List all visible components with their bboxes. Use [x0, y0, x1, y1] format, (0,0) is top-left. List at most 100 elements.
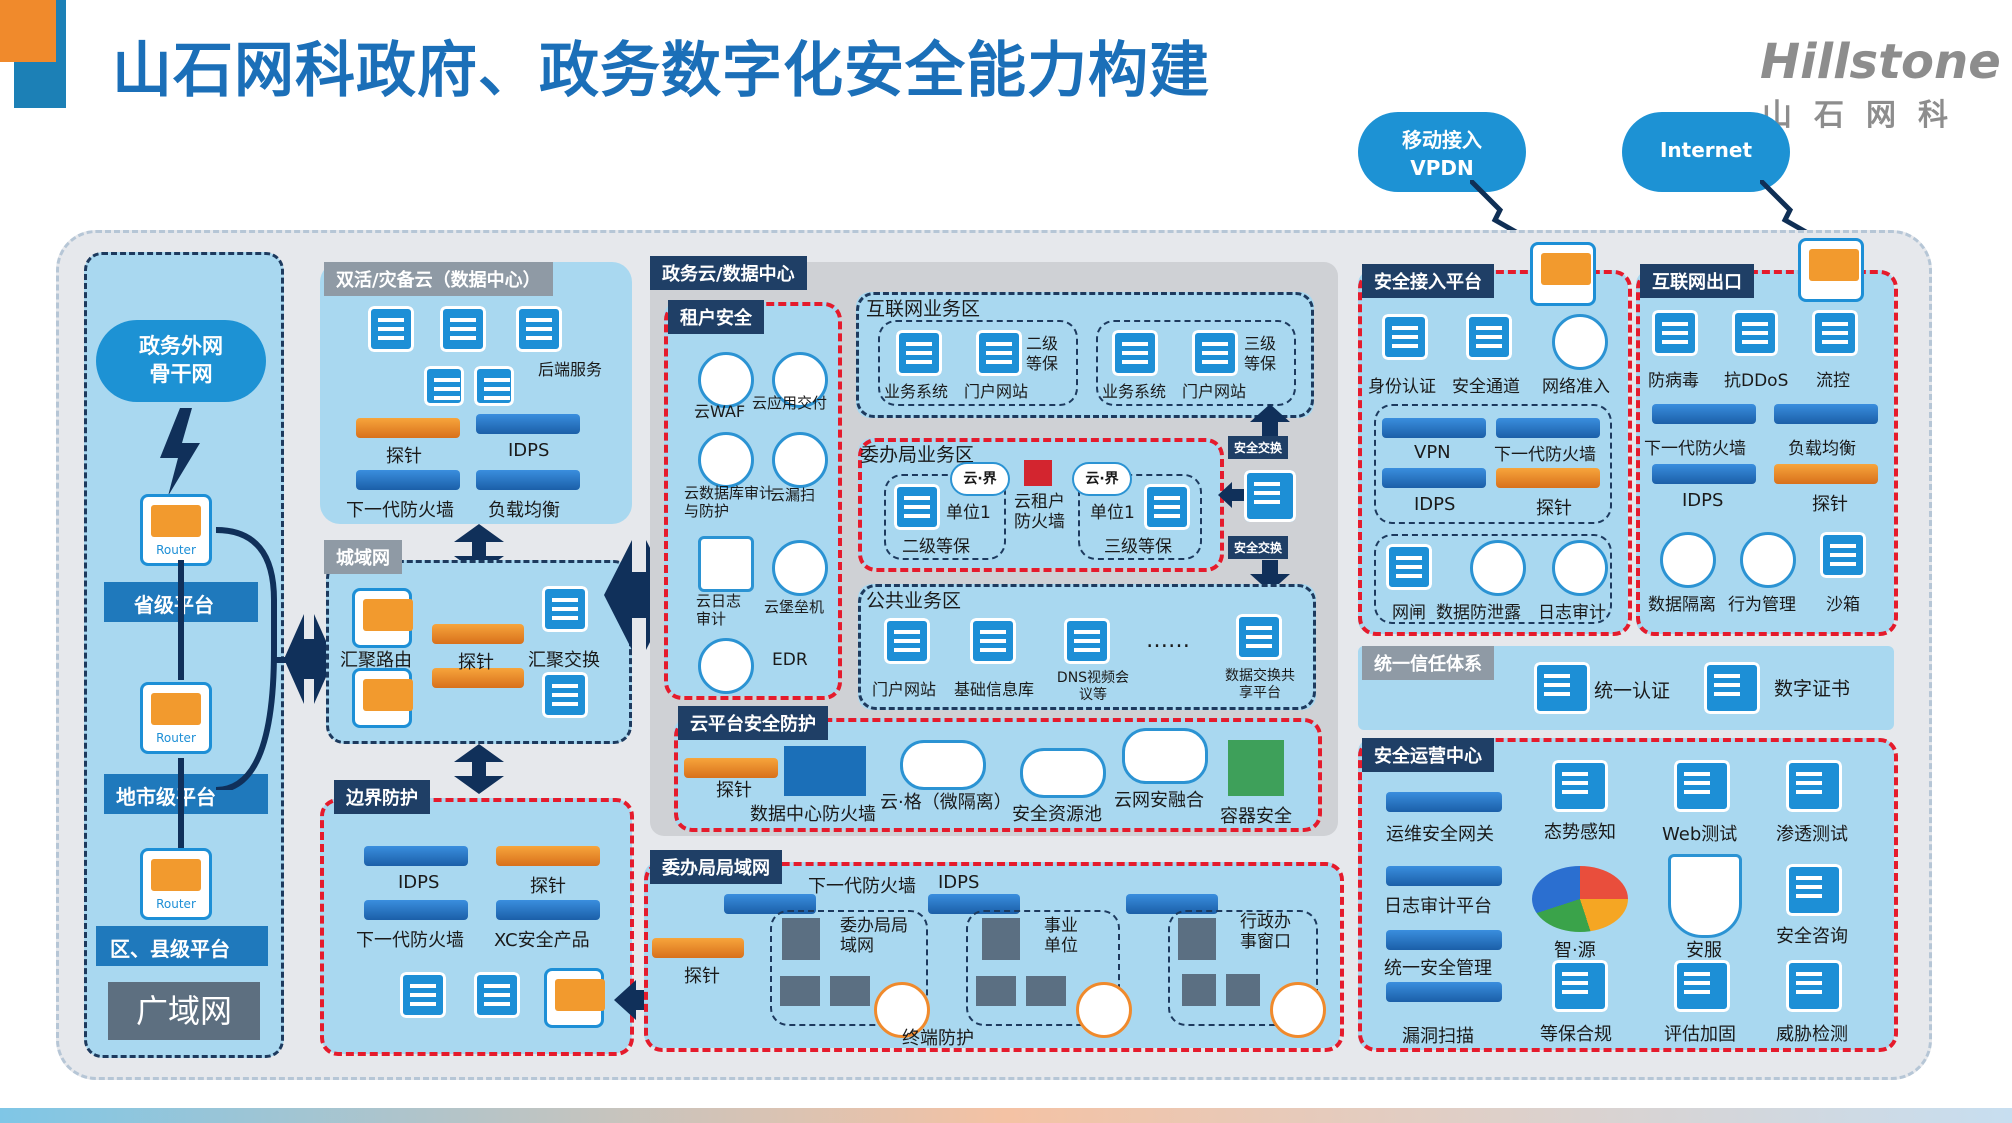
- micro-segmentation-icon: [900, 740, 986, 790]
- title-accent-bar-orange: [0, 0, 56, 62]
- exchange-platform-icon: [1236, 614, 1282, 660]
- portal-label: 门户网站: [964, 382, 1029, 401]
- server-icon: [440, 306, 486, 352]
- dlp-icon: [1470, 540, 1526, 596]
- border-ngfw-label: 下一代防火墙: [356, 930, 464, 951]
- wan-label: 广域网: [108, 982, 260, 1040]
- bastion-icon: [772, 540, 828, 596]
- border-title: 边界防护: [334, 780, 430, 814]
- access-gap-label: 网闸: [1392, 603, 1426, 623]
- soc-consult-label: 安全咨询: [1776, 926, 1848, 947]
- gateway-icon: [1386, 544, 1432, 590]
- internet-exit-outline: [1636, 270, 1898, 636]
- trust-auth-label: 统一认证: [1594, 680, 1671, 702]
- switch-icon: [474, 366, 514, 406]
- user-terminal-icon: [1182, 974, 1216, 1006]
- trust-cert-label: 数字证书: [1774, 678, 1851, 700]
- access-nac-label: 网络准入: [1542, 377, 1610, 397]
- internet-zone-border: [856, 292, 1314, 418]
- unit1-right-label: 单位1: [1090, 503, 1135, 523]
- backend-service-label: 后端服务: [538, 360, 603, 379]
- dc-firewall-icon: [784, 746, 866, 796]
- building-icon: [1178, 918, 1216, 960]
- router-icon: [352, 588, 413, 648]
- log-platform-device: [1386, 866, 1502, 886]
- pc-icon: [1026, 976, 1066, 1006]
- dr-cloud-title: 双活/灾备云（数据中心）: [324, 262, 553, 296]
- waf-icon: [698, 352, 754, 408]
- soc-zhiyuan-label: 智·源: [1554, 940, 1596, 961]
- ngfw-device: [356, 470, 460, 490]
- load-balancer-device: [476, 470, 580, 490]
- user-terminal-icon: [1226, 974, 1260, 1006]
- zhiyuan-logo-icon: [1532, 866, 1628, 932]
- behavior-mgmt-icon: [1740, 532, 1796, 588]
- switch-icon: [542, 586, 588, 632]
- router-icon: [544, 968, 605, 1028]
- pc-icon: [830, 976, 870, 1006]
- access-channel-label: 安全通道: [1452, 377, 1520, 397]
- connector-line: [178, 758, 184, 848]
- cloud-platform-outline: [674, 718, 1322, 832]
- cp-dcfw-label: 数据中心防火墙: [750, 804, 876, 825]
- soc-logplat-label: 日志审计平台: [1384, 896, 1492, 917]
- endpoint-protect-label: 终端防护: [902, 1028, 974, 1049]
- switch-icon: [542, 672, 588, 718]
- soc-webtest-label: Web测试: [1662, 824, 1738, 845]
- access-auth-label: 身份认证: [1368, 377, 1436, 397]
- unit1-box: [884, 474, 1006, 560]
- biz-system-label: 业务系统: [1102, 382, 1167, 401]
- double-arrow-icon: [284, 614, 334, 704]
- tenant-scan-label: 云漏扫: [770, 486, 816, 504]
- endpoint-shield-icon: [1270, 982, 1326, 1038]
- exit-probe-label: 探针: [1812, 494, 1848, 515]
- db-audit-icon: [698, 432, 754, 488]
- internet-zone-left-box: [878, 320, 1078, 406]
- exit-tc-label: 流控: [1816, 371, 1850, 391]
- lan-window-label: 行政办事窗口: [1240, 912, 1291, 952]
- building-icon: [982, 918, 1020, 960]
- pc-icon: [976, 976, 1016, 1006]
- cloud-boundary-tag: 云·界: [1072, 462, 1132, 496]
- vuln-scan-device: [1386, 982, 1502, 1002]
- exit-sandbox-label: 沙箱: [1826, 595, 1860, 615]
- province-platform: 省级平台: [134, 593, 214, 617]
- soc-title: 安全运营中心: [1362, 738, 1494, 772]
- situation-awareness-icon: [1552, 760, 1608, 812]
- load-balancer-device: [1774, 404, 1878, 424]
- level2-label: 二级等保: [1026, 334, 1059, 373]
- internet-zone-right-box: [1096, 320, 1296, 406]
- exchange-device-icon: [1244, 470, 1296, 522]
- tenant-waf-label: 云WAF: [694, 402, 746, 421]
- soc-compliance-label: 等保合规: [1540, 1024, 1612, 1045]
- edr-icon: [698, 638, 754, 694]
- vm-icon: [1112, 330, 1158, 376]
- lan-title: 委办局局域网: [650, 850, 782, 884]
- arrow-down-icon: [1250, 560, 1290, 592]
- unit1-label: 单位1: [946, 503, 991, 523]
- sandbox-icon: [1820, 532, 1866, 578]
- metro-switch-label: 汇聚交换: [528, 650, 600, 671]
- pc-icon: [780, 976, 820, 1006]
- tenant-log-label: 云日志审计: [696, 592, 742, 628]
- lan-outline: [644, 862, 1344, 1052]
- lan-ngfw-label: 下一代防火墙: [808, 876, 916, 897]
- soc-assess-label: 评估加固: [1664, 1024, 1736, 1045]
- switch-icon: [424, 366, 464, 406]
- soc-service-label: 安服: [1686, 940, 1722, 961]
- lan-office-label: 委办局局域网: [840, 916, 908, 956]
- access-vpn-label: VPN: [1414, 442, 1451, 463]
- idps-device: [1652, 464, 1756, 484]
- exit-av-label: 防病毒: [1648, 371, 1699, 391]
- tenant-bastion-label: 云堡垒机: [764, 598, 825, 616]
- log-audit-icon: [698, 536, 754, 592]
- cp-pool-label: 安全资源池: [1012, 804, 1102, 825]
- anti-ddos-icon: [1732, 310, 1778, 356]
- router-text: Router: [156, 897, 196, 911]
- lan-institution-box: [966, 910, 1120, 1026]
- access-log-label: 日志审计: [1538, 603, 1606, 623]
- exit-isolation-label: 数据隔离: [1648, 595, 1716, 615]
- exit-ngfw-label: 下一代防火墙: [1644, 439, 1746, 459]
- ops-gateway-device: [1386, 792, 1502, 812]
- firewall-icon: [1024, 460, 1052, 486]
